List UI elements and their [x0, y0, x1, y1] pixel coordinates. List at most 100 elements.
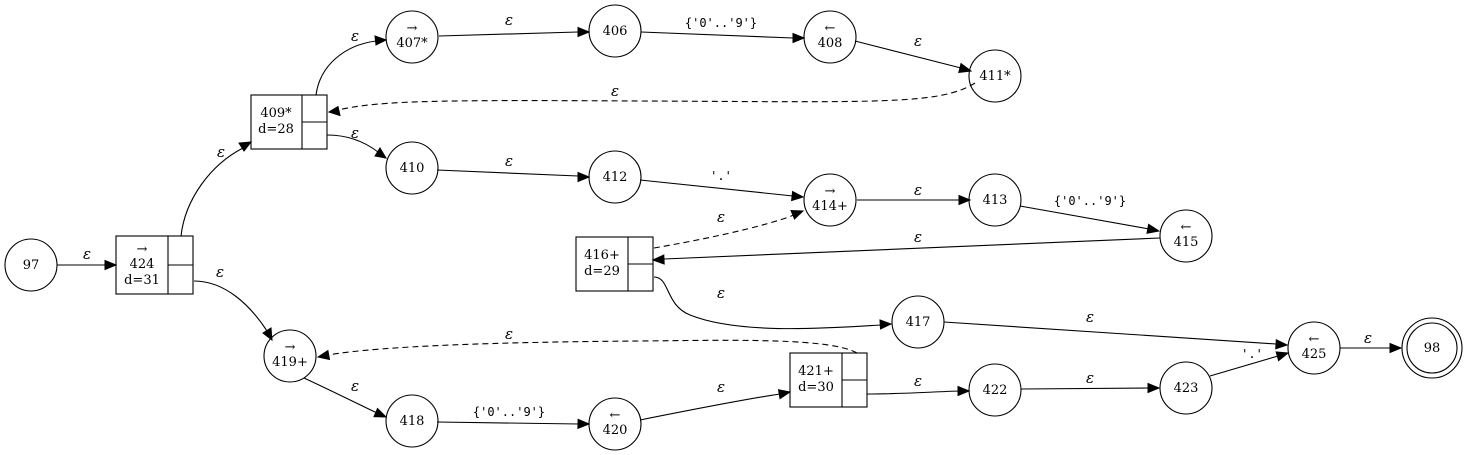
arrow-marker: →	[825, 184, 836, 199]
record-node-416: 416+ d=29	[575, 236, 654, 292]
edge-label: ε	[217, 143, 225, 161]
edge-label: ε	[505, 11, 513, 29]
state-label: 97	[23, 258, 40, 273]
arrow-marker: ←	[1309, 332, 1320, 347]
edge-423-425: '.'	[1209, 347, 1290, 377]
state-label: 417	[906, 315, 931, 330]
state-node-406: 406	[588, 4, 642, 58]
edge-label: ε	[914, 228, 922, 246]
edge-label: ε	[611, 82, 619, 100]
edge-label: ε	[717, 208, 725, 226]
state-label: 406	[603, 24, 628, 39]
edge-415-416: ε	[651, 228, 1161, 265]
edge-409-407: ε	[315, 27, 388, 96]
edge-414-413: ε	[857, 181, 972, 206]
state-label: 408	[818, 36, 843, 51]
depth-label: d=31	[124, 273, 160, 288]
state-node-412: 412	[588, 150, 642, 204]
edge-425-98: ε	[1340, 329, 1403, 354]
edge-label: ε	[1086, 369, 1094, 387]
state-node-97: 97	[4, 238, 58, 292]
edge-420-421: ε	[639, 378, 792, 421]
edge-97-424: ε	[57, 245, 118, 271]
edge-416-414: ε	[653, 208, 805, 249]
state-node-422: 422	[968, 363, 1022, 417]
state-node-419: → 419+	[263, 329, 317, 383]
edge-424-419: ε	[193, 263, 273, 342]
edge-424-409: ε	[180, 141, 253, 237]
state-label: 415	[1174, 235, 1199, 250]
state-node-423: 423	[1159, 361, 1213, 415]
arrow-marker: ←	[825, 21, 836, 36]
edge-label: '.'	[1241, 347, 1263, 361]
edge-label: {'0'..'9'}	[685, 16, 757, 30]
edge-label: ε	[1086, 308, 1094, 326]
edge-408-411: ε	[854, 32, 973, 73]
state-label: 419+	[272, 355, 308, 370]
edge-label: ε	[914, 32, 922, 50]
arrow-marker: →	[407, 21, 418, 36]
state-node-418: 418	[385, 394, 439, 448]
state-node-407: → 407*	[385, 10, 439, 64]
edge-409-410: ε	[326, 124, 387, 159]
state-label: 412	[603, 170, 628, 185]
arrow-marker: ←	[610, 408, 621, 423]
state-node-425: ← 425	[1287, 321, 1341, 375]
depth-label: d=28	[258, 122, 294, 137]
state-node-417: 417	[891, 295, 945, 349]
edge-label: ε	[1364, 329, 1372, 347]
edge-413-415: {'0'..'9'}	[1019, 194, 1161, 234]
state-label: 424	[130, 257, 155, 272]
state-label: 422	[983, 383, 1008, 398]
state-label: 416+	[584, 248, 620, 263]
edge-label: ε	[83, 245, 91, 263]
state-label: 98	[1424, 341, 1441, 356]
state-node-420: ← 420	[588, 397, 642, 451]
edge-label: ε	[351, 377, 359, 395]
edge-416-417: ε	[653, 276, 893, 330]
state-node-408: ← 408	[803, 10, 857, 64]
record-node-424: → 424 d=31	[115, 235, 194, 295]
state-label: 409*	[260, 106, 292, 121]
state-label: 425	[1302, 347, 1327, 362]
edge-label: ε	[351, 124, 359, 142]
edge-417-425: ε	[943, 308, 1289, 350]
edge-412-414: '.'	[639, 169, 805, 202]
state-label: 418	[400, 414, 425, 429]
state-node-410: 410	[385, 141, 439, 195]
record-node-409: 409* d=28	[250, 94, 328, 150]
state-node-413: 413	[968, 173, 1022, 227]
edge-label: ε	[216, 263, 224, 281]
state-label: 410	[400, 161, 425, 176]
record-node-421: 421+ d=30	[789, 352, 868, 408]
state-label: 411*	[979, 69, 1011, 84]
depth-label: d=29	[584, 264, 620, 279]
edge-label: {'0'..'9'}	[473, 405, 545, 419]
state-label: 413	[983, 193, 1008, 208]
edge-label: {'0'..'9'}	[1054, 194, 1126, 208]
edge-label: '.'	[710, 169, 732, 183]
edge-411-409: ε	[327, 82, 976, 117]
state-label: 420	[603, 423, 628, 438]
arrow-marker: →	[285, 340, 296, 355]
edge-label: ε	[505, 152, 513, 170]
edge-421-419: ε	[316, 325, 858, 361]
state-label: 423	[1174, 381, 1199, 396]
edge-422-423: ε	[1020, 369, 1161, 394]
state-label: 414+	[812, 199, 848, 214]
state-label: 407*	[396, 36, 428, 51]
edge-407-406: ε	[438, 11, 591, 38]
edge-410-412: ε	[436, 152, 591, 183]
depth-label: d=30	[798, 380, 834, 395]
edge-421-422: ε	[866, 372, 971, 397]
state-label: 421+	[798, 364, 834, 379]
accepting-state-node-98: 98	[1401, 317, 1463, 379]
edge-418-420: {'0'..'9'}	[436, 405, 591, 430]
edge-label: ε	[914, 372, 922, 390]
edge-label: ε	[505, 325, 513, 343]
edge-406-408: {'0'..'9'}	[640, 16, 806, 44]
edge-419-418: ε	[303, 377, 388, 418]
edge-label: ε	[717, 378, 725, 396]
state-node-411: 411*	[968, 49, 1022, 103]
